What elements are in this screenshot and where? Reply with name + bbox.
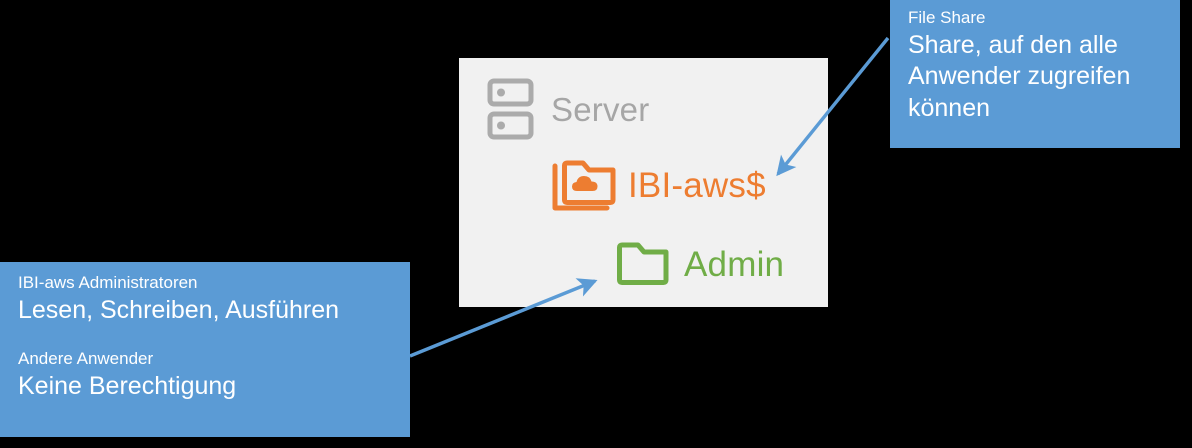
folder-icon bbox=[616, 239, 672, 289]
callout-file-share-title: File Share bbox=[908, 8, 986, 27]
node-server-label: Server bbox=[551, 90, 650, 128]
callout-permissions-other-body: Keine Berechtigung bbox=[18, 371, 237, 400]
server-panel: Server IBI-aws$ bbox=[459, 58, 828, 307]
node-file-share-label: IBI-aws$ bbox=[628, 165, 766, 205]
server-icon bbox=[487, 78, 534, 140]
callout-permissions-group-title: IBI-aws Administratoren bbox=[18, 273, 198, 292]
cloud-folder-icon bbox=[551, 154, 619, 216]
callout-file-share: File Share Share, auf den alle Anwender … bbox=[890, 0, 1180, 148]
node-admin-folder[interactable]: Admin bbox=[616, 239, 784, 289]
callout-permissions-other-title: Andere Anwender bbox=[18, 349, 154, 369]
node-file-share[interactable]: IBI-aws$ bbox=[551, 154, 766, 216]
callout-spacer bbox=[18, 326, 410, 348]
callout-permissions: IBI-aws Administratoren Lesen, Schreiben… bbox=[0, 262, 410, 437]
node-server[interactable]: Server bbox=[487, 78, 649, 140]
callout-file-share-body: Share, auf den alle Anwender zugreifen k… bbox=[908, 30, 1131, 122]
node-admin-folder-label: Admin bbox=[684, 244, 785, 284]
callout-permissions-group-body: Lesen, Schreiben, Ausführen bbox=[18, 295, 340, 324]
